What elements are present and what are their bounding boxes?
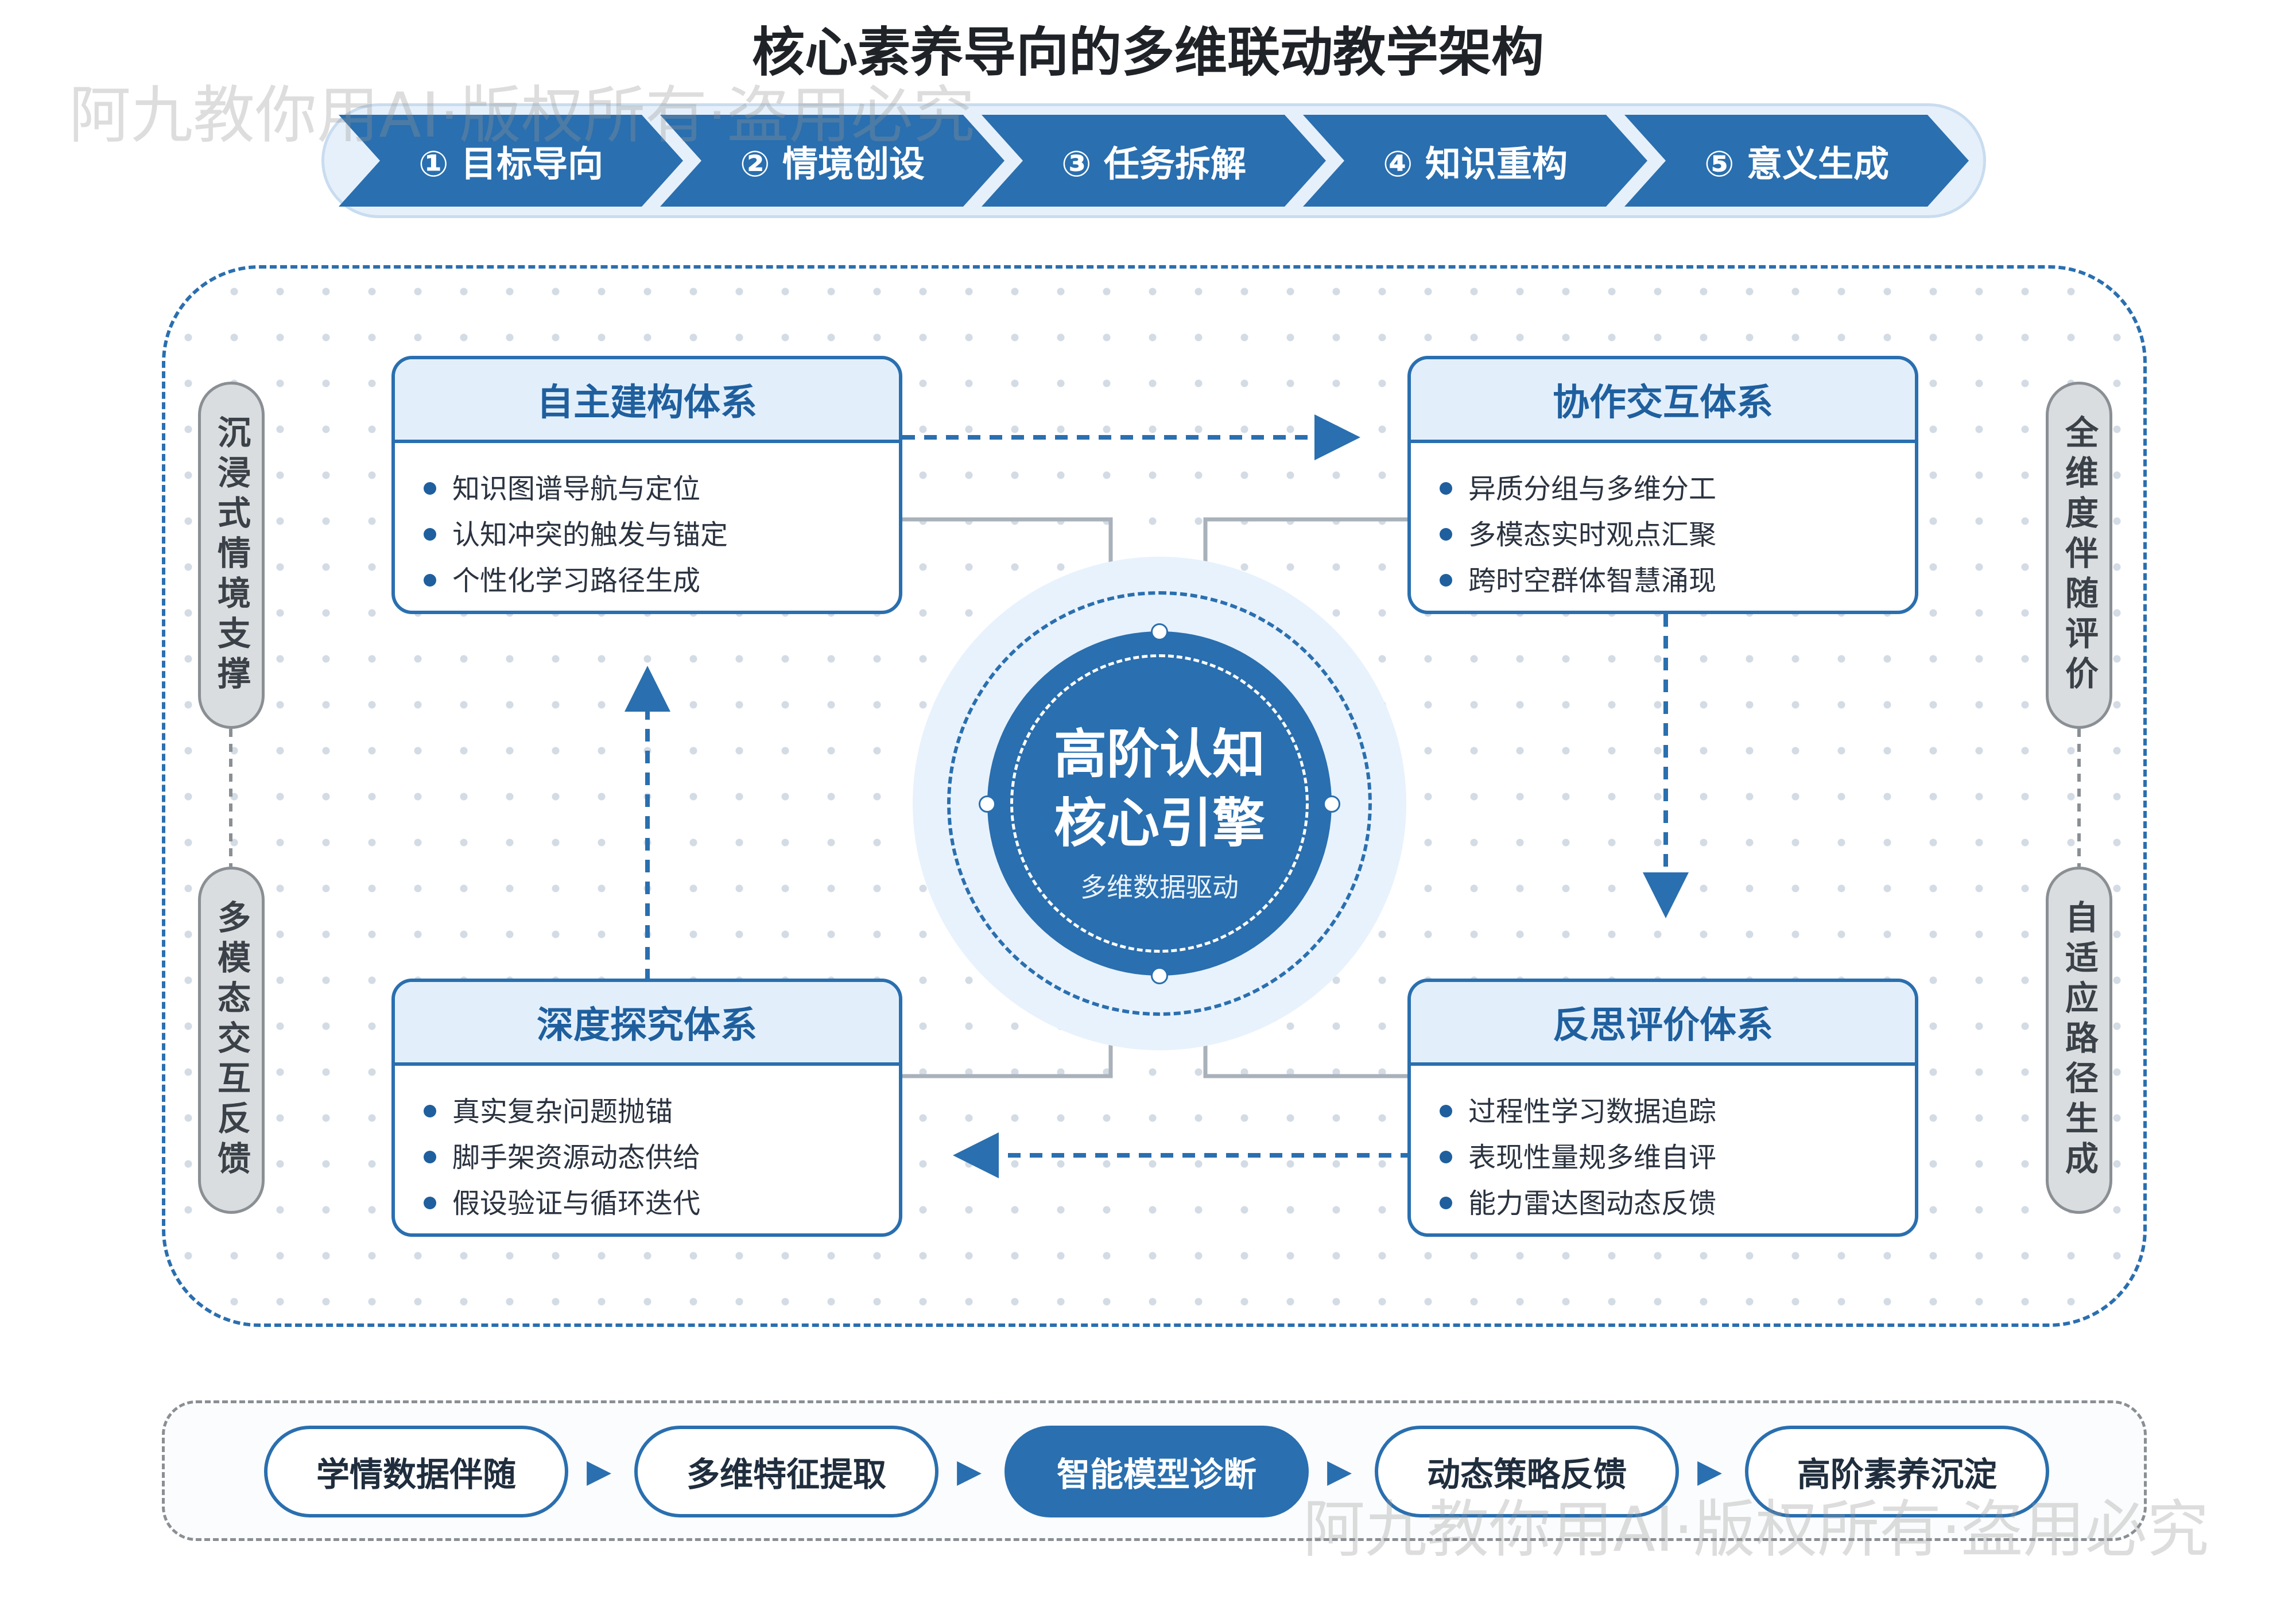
list-item: 认知冲突的触发与锚定: [418, 512, 899, 558]
page-title: 核心素养导向的多维联动教学架构: [751, 22, 1544, 83]
list-item: 知识图谱导航与定位: [418, 466, 899, 512]
list-item: 假设验证与循环迭代: [418, 1181, 899, 1226]
list-item: 脚手架资源动态供给: [418, 1135, 899, 1181]
pipeline-arrow-icon: ▶: [957, 1453, 982, 1490]
pipeline-step-feedback: 动态策略反馈: [1375, 1426, 1679, 1517]
ring-dot-left: [979, 795, 996, 813]
ring-dot-top: [1151, 623, 1168, 641]
pipeline-arrow-icon: ▶: [587, 1453, 612, 1490]
core-inner-ring: [1010, 654, 1309, 953]
module-title: 自主建构体系: [395, 359, 899, 443]
list-item: 真实复杂问题抛锚: [418, 1089, 899, 1135]
module-reflective: 反思评价体系 过程性学习数据追踪 表现性量规多维自评 能力雷达图动态反馈: [1407, 979, 1918, 1237]
pipeline-step-diagnosis: 智能模型诊断: [1004, 1426, 1309, 1517]
list-item: 异质分组与多维分工: [1434, 466, 1915, 512]
list-item: 表现性量规多维自评: [1434, 1135, 1915, 1181]
pipeline-step-literacy: 高阶素养沉淀: [1745, 1426, 2049, 1517]
pipeline-arrow-icon: ▶: [1697, 1453, 1723, 1490]
side-pill-immersive-context: 沉浸式情境支撑: [198, 382, 265, 729]
stage-task: ③ 任务拆解: [982, 115, 1326, 207]
pipeline-arrow-icon: ▶: [1327, 1453, 1352, 1490]
core-subtitle: 多维数据驱动: [1080, 872, 1239, 903]
list-item: 能力雷达图动态反馈: [1434, 1181, 1915, 1226]
side-pill-full-evaluation: 全维度伴随评价: [2046, 382, 2112, 729]
pipeline-step-data: 学情数据伴随: [264, 1426, 568, 1517]
stage-goal: ① 目标导向: [339, 115, 683, 207]
module-title: 反思评价体系: [1411, 982, 1915, 1066]
list-item: 过程性学习数据追踪: [1434, 1089, 1915, 1135]
pipeline-step-features: 多维特征提取: [634, 1426, 938, 1517]
list-item: 多模态实时观点汇聚: [1434, 512, 1915, 558]
stage-context: ② 情境创设: [660, 115, 1004, 207]
side-pill-adaptive-path: 自适应路径生成: [2046, 867, 2112, 1214]
stage-knowledge: ④ 知识重构: [1303, 115, 1647, 207]
list-item: 个性化学习路径生成: [418, 558, 899, 604]
stage-meaning: ⑤ 意义生成: [1624, 115, 1969, 207]
module-title: 深度探究体系: [395, 982, 899, 1066]
ring-dot-right: [1323, 795, 1340, 813]
module-autonomous: 自主建构体系 知识图谱导航与定位 认知冲突的触发与锚定 个性化学习路径生成: [391, 356, 902, 614]
module-collaborative: 协作交互体系 异质分组与多维分工 多模态实时观点汇聚 跨时空群体智慧涌现: [1407, 356, 1918, 614]
module-title: 协作交互体系: [1411, 359, 1915, 443]
list-item: 跨时空群体智慧涌现: [1434, 558, 1915, 604]
core-title-line2: 核心引擎: [1053, 793, 1265, 854]
core-dashed-ring: [947, 591, 1372, 1016]
ring-dot-bottom: [1151, 967, 1168, 984]
core-title-line1: 高阶认知: [1053, 724, 1265, 785]
side-pill-multimodal-feedback: 多模态交互反馈: [198, 867, 265, 1214]
module-inquiry: 深度探究体系 真实复杂问题抛锚 脚手架资源动态供给 假设验证与循环迭代: [391, 979, 902, 1237]
